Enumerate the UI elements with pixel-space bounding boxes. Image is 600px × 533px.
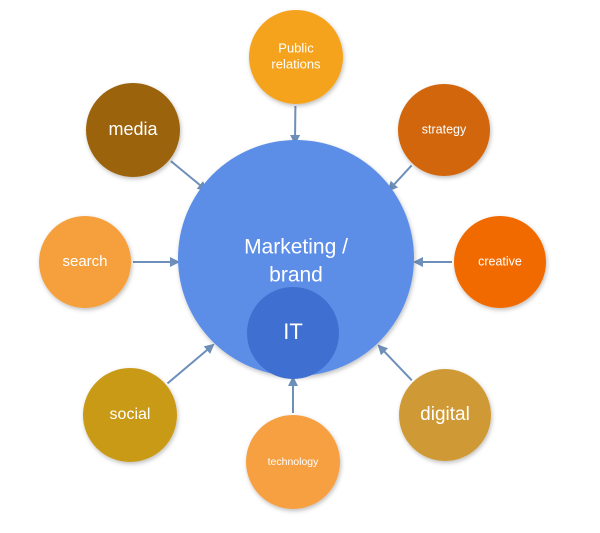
satellite-social: social [83,368,177,462]
satellite-social-shape [83,368,177,462]
satellite-media-shape [86,83,180,177]
arrow-digital [377,344,413,381]
arrow-strategy [387,164,413,192]
it-circle-shape [247,287,339,379]
center-label-line2: brand [269,264,323,287]
satellite-public-relations-label: Public [278,40,314,55]
connector-arrows [133,105,452,413]
satellite-technology: technology [246,415,340,509]
satellite-creative-shape [454,216,546,308]
center-circle-shape [178,140,414,376]
satellite-strategy: strategy [398,84,490,176]
satellite-media-label: media [108,119,158,139]
satellite-public-relations-label: relations [271,57,321,72]
it-label: IT [283,319,303,344]
satellite-creative: creative [454,216,546,308]
arrow-media [170,160,208,192]
satellite-creative-label: creative [478,254,522,268]
center-label-line1: Marketing / [244,236,348,259]
satellite-strategy-label: strategy [422,122,467,136]
center-circle: Marketing / brand [178,140,414,376]
satellite-public-relations-shape [249,10,343,104]
satellite-circles: Public relations strategy creative digital te… [39,10,546,509]
it-circle: IT [247,287,339,379]
satellite-search-label: search [62,253,107,270]
arrow-social [166,343,215,385]
satellite-search-shape [39,216,131,308]
satellite-strategy-shape [398,84,490,176]
satellite-social-label: social [110,406,151,423]
satellite-digital: digital [399,369,491,461]
satellite-digital-label: digital [420,404,470,425]
satellite-public-relations: Public relations [249,10,343,104]
satellite-technology-shape [246,415,340,509]
satellite-digital-shape [399,369,491,461]
satellite-search: search [39,216,131,308]
satellite-media: media [86,83,180,177]
satellite-technology-label: technology [268,456,320,468]
